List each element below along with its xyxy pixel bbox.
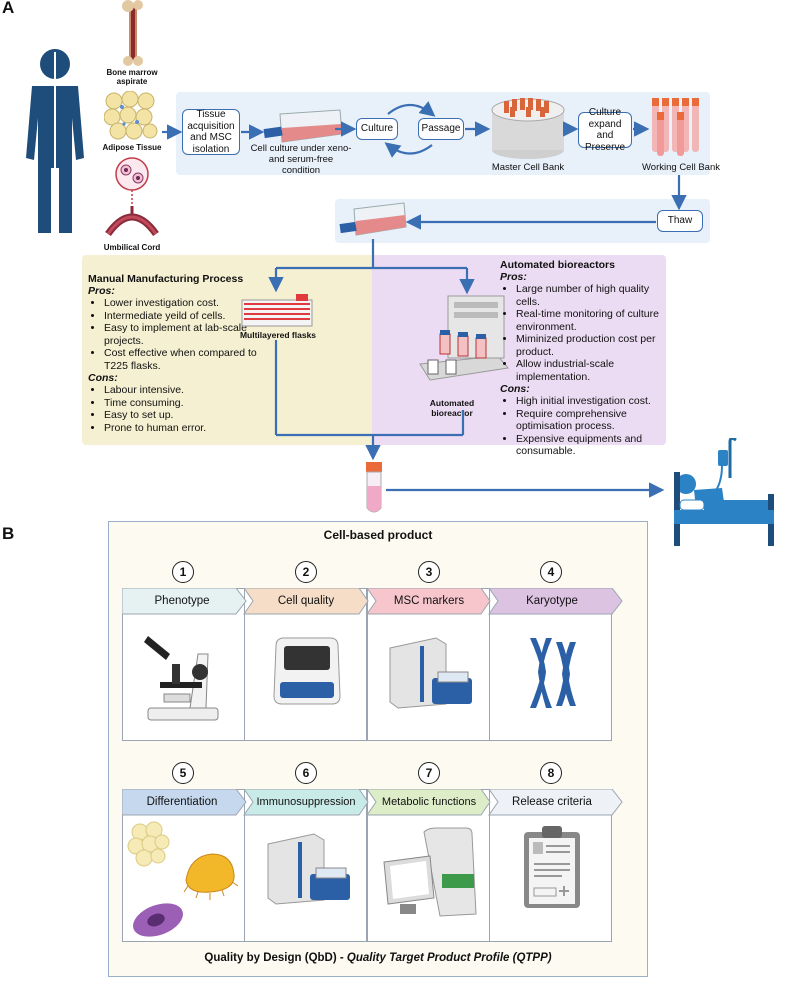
metabolic-analyzer-icon [383,827,477,917]
working-cell-bank-icon [652,98,699,156]
step-8-number: 8 [540,762,562,784]
automated-pros-label: Pros: [500,271,527,283]
bone-icon [122,0,143,66]
manual-process-panel [82,255,372,445]
step-6-number: 6 [295,762,317,784]
automated-con: High initial investigation cost. [516,395,664,408]
header-metabolic: Metabolic functions [381,796,477,808]
cell-counter-icon [273,637,341,705]
qbd-footer: Quality by Design (QbD) - Quality Target… [108,952,648,964]
step-4-number: 4 [540,561,562,583]
panel-a-arrows [162,101,687,498]
header-differentiation: Differentiation [146,796,218,808]
passage-box: Passage [418,118,464,140]
header-msc-markers: MSC markers [393,595,465,607]
chromosome-icon [530,638,576,708]
automated-panel [372,255,666,445]
cell-culture-label: Cell culture under xeno- and serum-free … [250,143,352,176]
row1-header-arrows [122,588,623,615]
thawed-flask-icon [339,202,407,236]
adipose-tissue-icon [104,91,158,140]
adipose-label: Adipose Tissue [102,143,162,152]
manual-text: Manual Manufacturing Process Pros: Lower… [88,273,258,434]
manual-pros-label: Pros: [88,285,115,297]
manual-pro: Lower investigation cost. [104,297,258,310]
header-cell-quality: Cell quality [277,595,335,607]
umbilical-cord-icon [105,206,159,237]
manual-pro: Easy to implement at lab-scale projects. [104,322,258,347]
working-cell-bank-label: Working Cell Bank [642,162,720,173]
master-cell-bank-label: Master Cell Bank [491,162,565,173]
automated-text: Automated bioreactors Pros: Large number… [500,259,664,458]
manual-con: Time consuming. [104,397,258,410]
step-2-number: 2 [295,561,317,583]
manual-cons-label: Cons: [88,372,118,384]
qbd-footer-bold: Quality by Design (QbD) - [204,952,344,964]
culture-expand-box: Culture expand and Preserve [578,107,632,153]
culture-flask-icon [263,109,343,143]
automated-con: Require comprehensive optimisation proce… [516,408,664,433]
panel-b-letter: B [2,524,15,543]
cells-magnified-icon [115,157,149,204]
row2-header-arrows [122,789,623,816]
automated-title: Automated bioreactors [500,259,615,271]
qbd-footer-italic: Quality Target Product Profile (QTPP) [346,952,552,964]
multilayered-flasks-icon [241,294,313,327]
panel-b-title: Cell-based product [323,528,433,542]
manual-con: Easy to set up. [104,409,258,422]
header-karyotype: Karyotype [526,595,578,607]
differentiated-cells-icon [127,821,239,937]
automated-pro: Miminized production cost per product. [516,333,664,358]
manual-pro: Intermediate yeild of cells. [104,310,258,323]
panel-a-letter: A [2,0,15,17]
clipboard-icon [524,826,580,908]
umbilical-label: Umbilical Cord [103,243,161,252]
thaw-box: Thaw [657,210,703,232]
multilayered-flasks-label: Multilayered flasks [239,330,317,340]
step-5-number: 5 [172,762,194,784]
header-release: Release criteria [512,796,592,808]
master-cell-bank-icon [491,98,565,159]
culture-box: Culture [356,118,398,140]
patient-bed-icon [674,438,774,546]
bioreactor-icon [419,295,509,381]
manual-title: Manual Manufacturing Process [88,273,244,285]
bioreactor-label: Automated bioreactor [429,398,475,418]
automated-pro: Real-time monitoring of culture environm… [516,308,664,333]
step-1-number: 1 [172,561,194,583]
immunosuppression-analyzer-icon [267,833,350,905]
automated-pro: Large number of high quality cells. [516,283,664,308]
automated-con: Expensive equipments and consumable. [516,433,664,458]
step-7-number: 7 [418,762,440,784]
manual-con: Prone to human error. [104,422,258,435]
automated-pro: Allow industrial-scale implementation. [516,358,664,383]
manual-pro: Cost effective when compared to T225 fla… [104,347,258,372]
product-tube-icon [366,462,382,513]
automated-cons-label: Cons: [500,383,530,395]
donor-person-icon [26,49,84,233]
header-phenotype: Phenotype [154,595,210,607]
flow-cytometer-icon [389,637,472,709]
bone-marrow-label: Bone marrow aspirate [106,68,158,86]
microscope-icon [144,636,219,721]
tissue-acquisition-box: Tissue acquisition and MSC isolation [182,109,240,155]
step-3-number: 3 [418,561,440,583]
manual-con: Labour intensive. [104,384,258,397]
header-immunosuppression: Immunosuppression [256,796,356,808]
